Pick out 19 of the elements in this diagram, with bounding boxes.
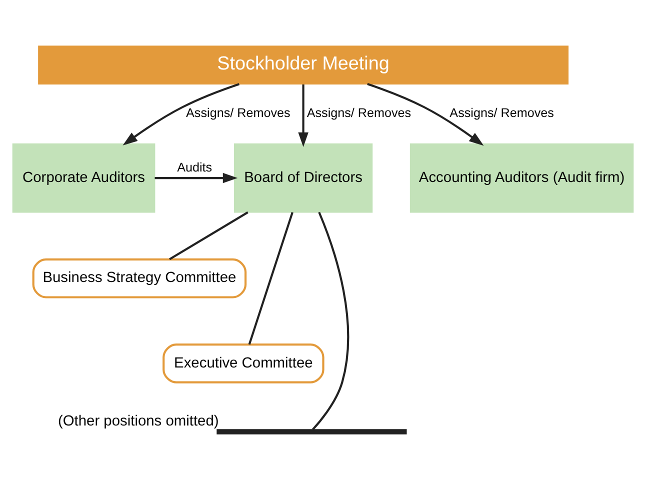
node-bar bbox=[216, 429, 407, 434]
connector bbox=[169, 211, 248, 260]
edge-label: Assigns/ Removes bbox=[186, 106, 290, 120]
arrow bbox=[154, 172, 238, 184]
edge-label: Audits bbox=[177, 160, 212, 174]
node-box: Accounting Auditors (Audit firm) bbox=[410, 143, 634, 213]
arrow bbox=[298, 84, 308, 148]
edge-label: Assigns/ Removes bbox=[450, 106, 554, 120]
node-box: Executive Committee bbox=[162, 343, 324, 384]
node-box: Business Strategy Committee bbox=[32, 258, 247, 298]
node-box: Board of Directors bbox=[234, 143, 373, 213]
connector bbox=[248, 212, 294, 345]
arrow bbox=[122, 83, 240, 146]
arrow bbox=[367, 83, 484, 146]
edge-label: Assigns/ Removes bbox=[306, 106, 412, 120]
node-box: Corporate Auditors bbox=[12, 143, 156, 213]
connector bbox=[312, 212, 350, 430]
node-label: (Other positions omitted) bbox=[58, 414, 219, 430]
node-box: Stockholder Meeting bbox=[38, 46, 569, 85]
